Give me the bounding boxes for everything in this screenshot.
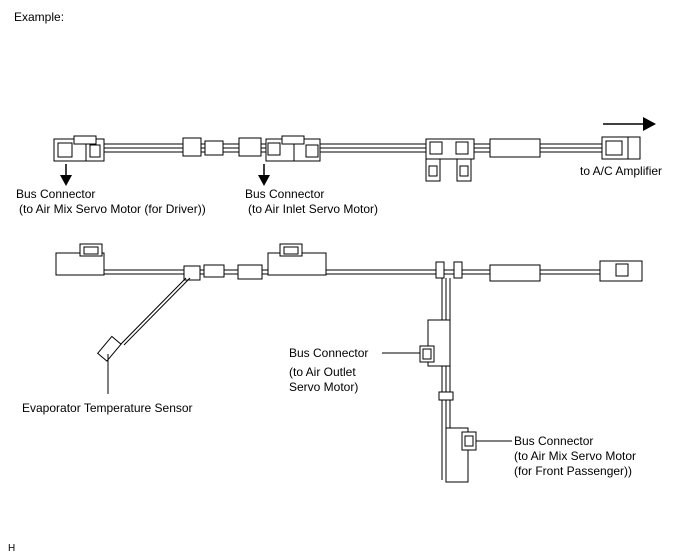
label-ac-amplifier: to A/C Amplifier <box>580 164 663 178</box>
harness-clip <box>453 261 463 279</box>
label-line: Bus Connector <box>16 187 96 201</box>
connector-air-mix-passenger <box>445 427 477 483</box>
harness-clip <box>238 137 262 157</box>
upper-harness <box>53 117 656 186</box>
label-line: Bus Connector <box>245 187 325 201</box>
connector-cluster <box>425 138 475 182</box>
harness-tube <box>489 138 541 158</box>
harness-clip <box>183 265 201 281</box>
example-label: Example: <box>14 10 65 24</box>
harness-clip <box>182 137 202 157</box>
label-line: Servo Motor) <box>289 380 359 394</box>
connector-lower-right <box>599 260 643 282</box>
harness-clip <box>438 391 454 401</box>
label-evaporator-sensor: Evaporator Temperature Sensor <box>22 401 193 415</box>
harness-tube <box>204 140 224 156</box>
label-line: (to Air Mix Servo Motor (for Driver)) <box>19 202 206 216</box>
harness-clip <box>435 261 445 279</box>
connector-lower-left <box>55 243 105 276</box>
connector-air-outlet <box>419 319 451 367</box>
figure-code: H <box>8 543 16 554</box>
label-bus-connector-outlet: Bus Connector (to Air Outlet Servo Motor… <box>289 346 368 395</box>
lower-harness <box>55 243 643 483</box>
connector-air-mix-driver <box>53 135 105 162</box>
label-bus-connector-passenger: Bus Connector (to Air Mix Servo Motor (f… <box>514 434 636 479</box>
arrow-down-icon <box>258 164 270 186</box>
label-line: Bus Connector <box>289 346 369 360</box>
evaporator-sensor <box>96 277 191 394</box>
label-line: (to Air Inlet Servo Motor) <box>248 202 379 216</box>
label-line: (to Air Outlet <box>289 365 356 379</box>
label-line: Bus Connector <box>514 434 594 448</box>
connector-ac-amplifier <box>601 136 641 160</box>
harness-tube <box>203 264 225 278</box>
harness-tube <box>489 264 541 282</box>
label-bus-connector-driver: Bus Connector (to Air Mix Servo Motor (f… <box>16 187 206 217</box>
arrow-down-icon <box>60 164 72 186</box>
connector-air-inlet <box>265 135 321 162</box>
label-line: (for Front Passenger)) <box>514 464 633 478</box>
label-bus-connector-inlet: Bus Connector (to Air Inlet Servo Motor) <box>245 187 378 217</box>
label-line: (to Air Mix Servo Motor <box>514 449 637 463</box>
harness-clip <box>237 264 263 280</box>
arrow-right-icon <box>603 117 656 131</box>
connector-lower-middle <box>267 243 327 276</box>
